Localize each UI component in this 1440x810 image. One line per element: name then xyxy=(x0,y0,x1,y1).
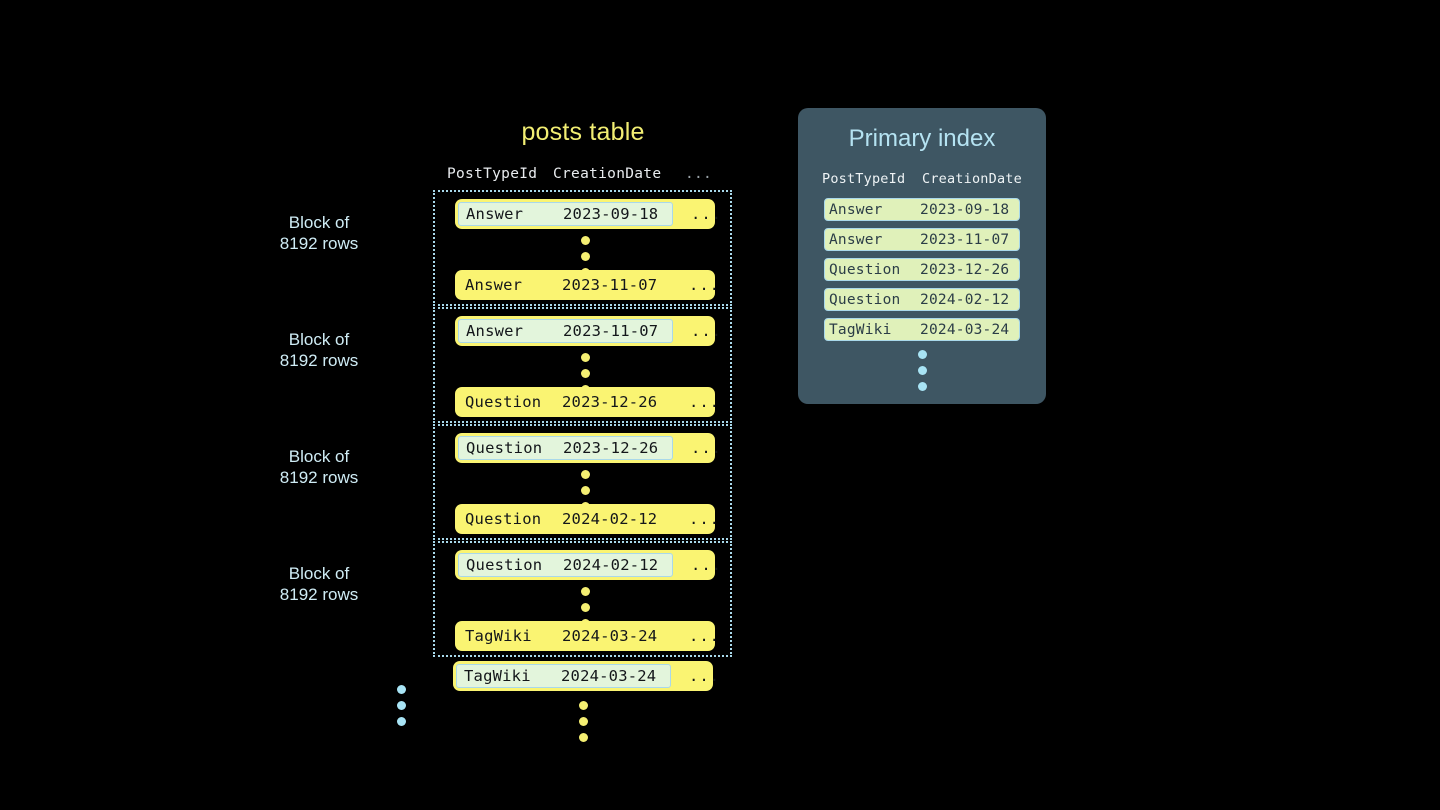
cell-posttypeid: Answer xyxy=(466,205,524,223)
row-cell-group: Question 2024-02-12 xyxy=(458,507,671,531)
table-row: TagWiki 2024-03-24 ... xyxy=(455,621,719,651)
cell-ellipsis: ... xyxy=(689,393,720,411)
cell-creationdate: 2023-09-18 xyxy=(563,205,659,223)
cell-posttypeid: Question xyxy=(466,556,543,574)
block-3-label: Block of 8192 rows xyxy=(279,447,359,487)
index-row: Answer 2023-09-18 xyxy=(824,198,1020,221)
index-row: Answer 2023-11-07 xyxy=(824,228,1020,251)
cell-posttypeid: Answer xyxy=(465,276,523,294)
cell-ellipsis: ... xyxy=(691,556,722,574)
index-cell-creationdate: 2023-11-07 xyxy=(920,231,1010,248)
column-header-ellipsis: ... xyxy=(685,166,713,182)
index-cell-posttypeid: Answer xyxy=(829,201,883,218)
block-4-label: Block of 8192 rows xyxy=(279,564,359,604)
index-cell-posttypeid: Question xyxy=(829,261,901,278)
index-cell-creationdate: 2023-09-18 xyxy=(920,201,1010,218)
row-cell-group: Answer 2023-11-07 xyxy=(458,273,671,297)
table-row: Question 2023-12-26 ... xyxy=(455,387,719,417)
cell-ellipsis: ... xyxy=(689,276,720,294)
index-column-header-creationdate: CreationDate xyxy=(922,171,1022,187)
cell-creationdate: 2024-02-12 xyxy=(563,556,659,574)
index-cell-creationdate: 2024-02-12 xyxy=(920,291,1010,308)
table-row: Question 2023-12-26 ... xyxy=(455,433,721,463)
cell-creationdate: 2024-03-24 xyxy=(562,627,658,645)
index-cell-posttypeid: Answer xyxy=(829,231,883,248)
cell-creationdate: 2023-11-07 xyxy=(563,322,659,340)
cell-creationdate: 2024-02-12 xyxy=(562,510,658,528)
block-4: Block of 8192 rows Question 2024-02-12 .… xyxy=(280,541,732,657)
index-row: TagWiki 2024-03-24 xyxy=(824,318,1020,341)
cell-posttypeid: TagWiki xyxy=(464,667,531,685)
primary-index-trailing-dots xyxy=(798,350,1046,391)
row-cell-group: Answer 2023-09-18 xyxy=(458,202,673,226)
cell-creationdate: 2023-11-07 xyxy=(562,276,658,294)
table-row: Question 2024-02-12 ... xyxy=(455,550,721,580)
index-cell-posttypeid: Question xyxy=(829,291,901,308)
cell-creationdate: 2023-12-26 xyxy=(562,393,658,411)
posts-table-column-headers: PostTypeId CreationDate ... xyxy=(433,166,732,182)
column-header-creationdate: CreationDate xyxy=(553,166,662,182)
row-cell-group: Question 2023-12-26 xyxy=(458,390,671,414)
index-cell-posttypeid: TagWiki xyxy=(829,321,892,338)
index-column-header-posttypeid: PostTypeId xyxy=(822,171,906,187)
cell-ellipsis: ... xyxy=(689,667,720,685)
block-3: Block of 8192 rows Question 2023-12-26 .… xyxy=(280,424,732,540)
primary-index-column-headers: PostTypeId CreationDate xyxy=(798,171,1046,187)
cell-ellipsis: ... xyxy=(691,205,722,223)
table-row: Answer 2023-09-18 ... xyxy=(455,199,721,229)
cell-posttypeid: TagWiki xyxy=(465,627,532,645)
index-cell-creationdate: 2024-03-24 xyxy=(920,321,1010,338)
table-trailing-dots xyxy=(453,701,713,742)
cell-ellipsis: ... xyxy=(691,322,722,340)
primary-index-rows: Answer 2023-09-18 Answer 2023-11-07 Ques… xyxy=(798,198,1046,341)
cell-posttypeid: Question xyxy=(466,439,543,457)
table-row: Question 2024-02-12 ... xyxy=(455,504,719,534)
vertical-ellipsis-icon xyxy=(917,350,927,391)
table-row: Answer 2023-11-07 ... xyxy=(455,316,721,346)
index-row: Question 2023-12-26 xyxy=(824,258,1020,281)
cell-ellipsis: ... xyxy=(689,510,720,528)
vertical-ellipsis-icon xyxy=(578,701,588,742)
primary-index-title: Primary index xyxy=(848,125,996,152)
cell-creationdate: 2023-12-26 xyxy=(563,439,659,457)
block-2-label: Block of 8192 rows xyxy=(279,330,359,370)
block-2: Block of 8192 rows Answer 2023-11-07 ...… xyxy=(280,307,732,423)
row-cell-group: Answer 2023-11-07 xyxy=(458,319,673,343)
cell-posttypeid: Question xyxy=(465,510,542,528)
vertical-ellipsis-icon xyxy=(396,685,406,726)
row-cell-group: TagWiki 2024-03-24 xyxy=(458,624,671,648)
row-cell-group: Question 2024-02-12 xyxy=(458,553,673,577)
cell-ellipsis: ... xyxy=(691,439,722,457)
block-1-label: Block of 8192 rows xyxy=(279,213,359,253)
column-header-posttypeid: PostTypeId xyxy=(447,166,538,182)
row-cell-group: Question 2023-12-26 xyxy=(458,436,673,460)
cell-creationdate: 2024-03-24 xyxy=(561,667,657,685)
posts-table-title: posts table xyxy=(521,118,645,146)
cell-posttypeid: Question xyxy=(465,393,542,411)
block-1: Block of 8192 rows Answer 2023-09-18 ...… xyxy=(280,190,732,306)
table-row-trailing: TagWiki 2024-03-24 ... xyxy=(453,661,719,691)
block-trailing-dots xyxy=(354,685,448,726)
table-row: Answer 2023-11-07 ... xyxy=(455,270,719,300)
row-cell-group: TagWiki 2024-03-24 xyxy=(456,664,671,688)
cell-posttypeid: Answer xyxy=(466,322,524,340)
index-row: Question 2024-02-12 xyxy=(824,288,1020,311)
cell-ellipsis: ... xyxy=(689,627,720,645)
index-cell-creationdate: 2023-12-26 xyxy=(920,261,1010,278)
primary-index-panel: Primary index PostTypeId CreationDate An… xyxy=(798,108,1046,404)
